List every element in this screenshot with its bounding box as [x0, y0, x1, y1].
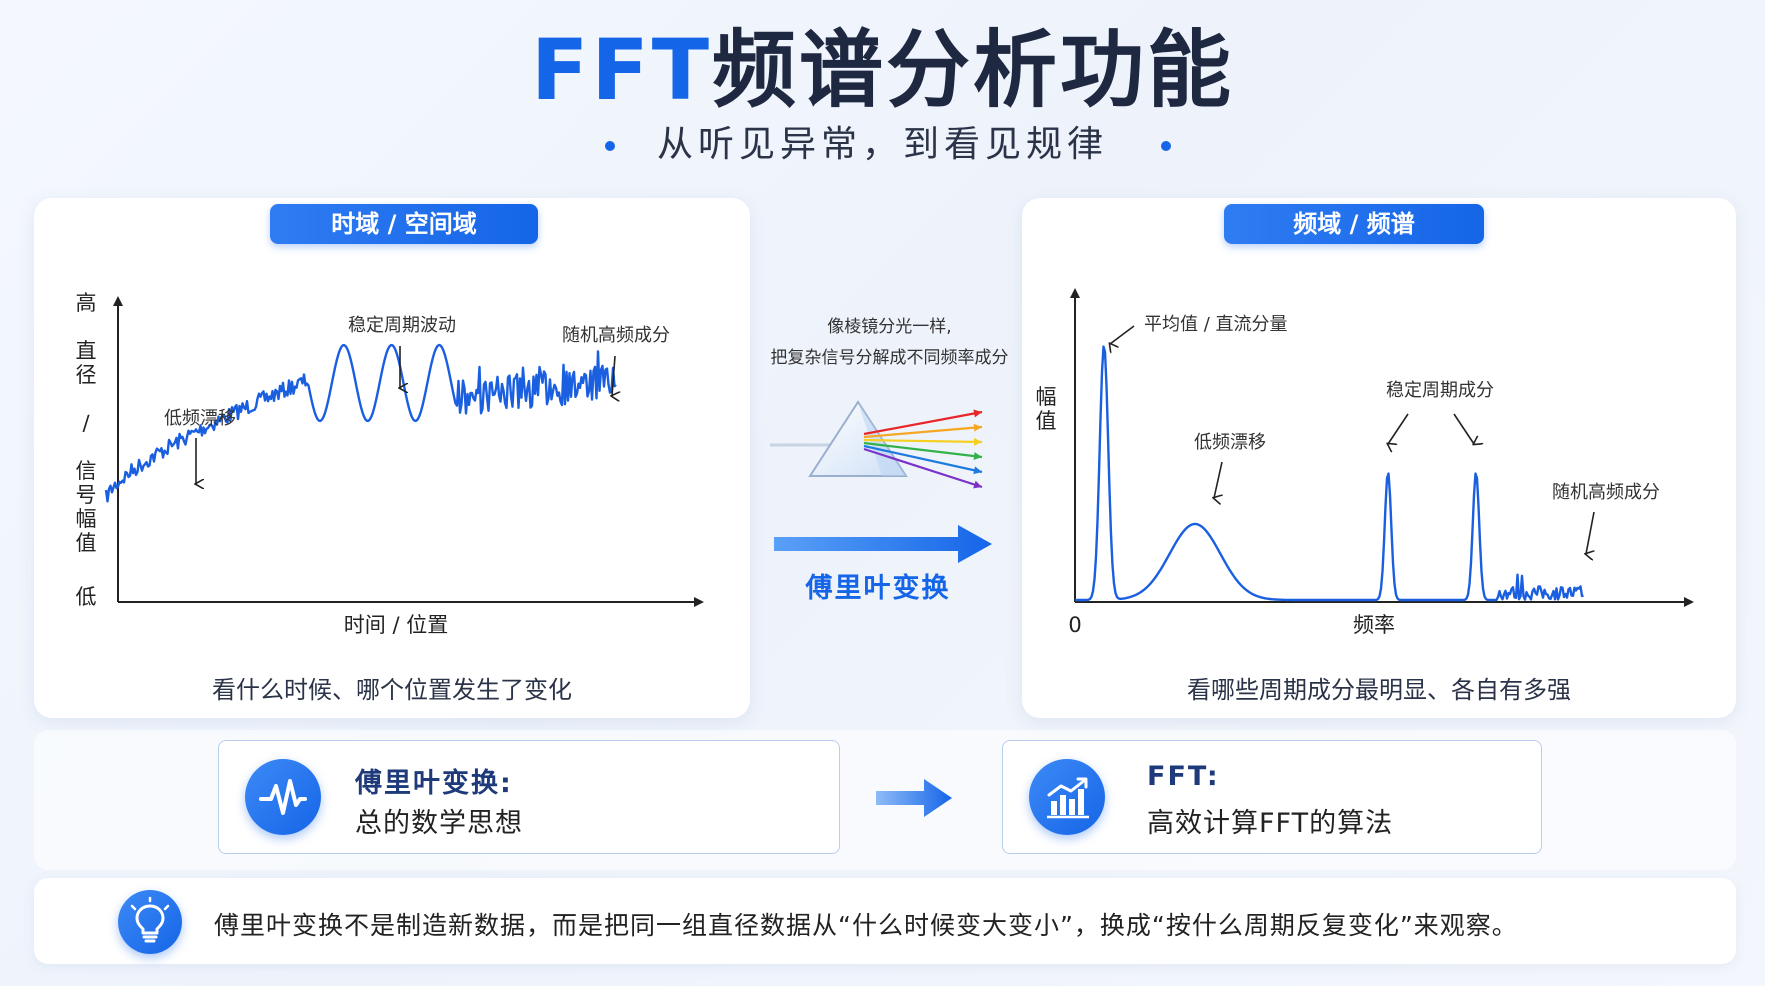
annotation-noise: 随机高频成分: [562, 325, 670, 346]
page-title: FFT频谱分析功能: [0, 20, 1765, 120]
fft-box-title: FFT:: [1147, 761, 1220, 792]
fourier-box-text: 总的数学思想: [355, 808, 523, 839]
light-rays: [863, 409, 983, 489]
light-ray-head: [973, 409, 982, 418]
fourier-box: 傅里叶变换: 总的数学思想: [218, 740, 840, 854]
prism-illustration: [770, 400, 992, 563]
light-ray-head: [973, 437, 982, 446]
annotation-periodic-peaks: 稳定周期成分: [1386, 380, 1494, 401]
axis-label-char: 幅: [76, 507, 97, 531]
light-ray-head: [973, 423, 982, 432]
light-ray: [863, 441, 983, 459]
annotation-periodic: 稳定周期波动: [348, 315, 456, 336]
freq-x-axis-label: 频率: [1353, 613, 1395, 637]
bar-chart-icon: [1029, 759, 1105, 835]
prism-text: 像棱镜分光一样, 把复杂信号分解成不同频率成分: [752, 312, 1027, 374]
light-ray: [863, 438, 983, 444]
frequency-domain-caption: 看哪些周期成分最明显、各自有多强: [1187, 676, 1571, 704]
axis-label-char: 号: [76, 483, 97, 507]
freq-y-axis-label: 幅值: [1036, 385, 1057, 433]
axis-label-char: 直: [76, 339, 97, 363]
light-ray: [863, 425, 983, 439]
light-ray-head: [973, 452, 982, 461]
light-ray: [863, 444, 983, 474]
frequency-domain-chart: 幅值 0 频率 平均值 / 直流分量 低频漂移 稳定周期成分 随机高频成分: [1036, 288, 1694, 637]
annotation-dc: 平均值 / 直流分量: [1144, 314, 1288, 335]
axis-label-char: 值: [1036, 409, 1057, 433]
y-axis-high-label: 高: [76, 291, 97, 315]
light-ray-head: [973, 480, 982, 489]
freq-x-origin: 0: [1068, 613, 1081, 637]
prism-text-line2: 把复杂信号分解成不同频率成分: [770, 348, 1009, 368]
annotation-freq-noise: 随机高频成分: [1552, 482, 1660, 503]
fft-box-text: 高效计算FFT的算法: [1147, 808, 1394, 839]
lightbulb-icon: [118, 890, 182, 954]
page-subtitle: 从听见异常，到看见规律: [656, 124, 1108, 165]
transform-label: 傅里叶变换: [805, 573, 951, 604]
light-ray: [863, 447, 983, 489]
axis-label-char: 径: [76, 363, 97, 387]
time-signal-curve: [104, 343, 617, 503]
time-domain-tag: 时域 / 空间域: [270, 204, 538, 244]
fourier-box-title: 傅里叶变换:: [355, 768, 513, 799]
annotation-freq-drift: 低频漂移: [1194, 432, 1266, 453]
waveform-icon: [245, 759, 321, 835]
axis-label-char: 值: [76, 531, 97, 555]
light-ray-head: [973, 466, 982, 475]
y-axis-low-label: 低: [76, 585, 97, 609]
flow-arrow-icon: [876, 779, 952, 817]
subtitle-decoration: [340, 141, 1430, 151]
light-ray: [863, 410, 983, 436]
title-fft: FFT: [530, 21, 713, 119]
prism-text-line1: 像棱镜分光一样,: [827, 317, 952, 337]
axis-label-char: 幅: [1036, 385, 1057, 409]
x-axis-label: 时间 / 位置: [344, 613, 448, 637]
spectrum-curve: [1075, 345, 1584, 602]
transform-arrow: [774, 525, 992, 563]
frequency-domain-card: [1022, 198, 1736, 718]
title-main: 频谱分析功能: [712, 21, 1235, 119]
frequency-domain-tag: 频域 / 频谱: [1224, 204, 1484, 244]
tip-bar: 傅里叶变换不是制造新数据，而是把同一组直径数据从“什么时候变大变小”，换成“按什…: [34, 878, 1736, 964]
axis-label-char: ∕: [82, 411, 90, 435]
time-domain-caption: 看什么时候、哪个位置发生了变化: [212, 676, 572, 704]
annotation-drift: 低频漂移: [164, 408, 236, 429]
tip-text: 傅里叶变换不是制造新数据，而是把同一组直径数据从“什么时候变大变小”，换成“按什…: [214, 911, 1518, 940]
axis-label-char: 信: [76, 459, 97, 483]
fft-box: FFT: 高效计算FFT的算法: [1002, 740, 1542, 854]
